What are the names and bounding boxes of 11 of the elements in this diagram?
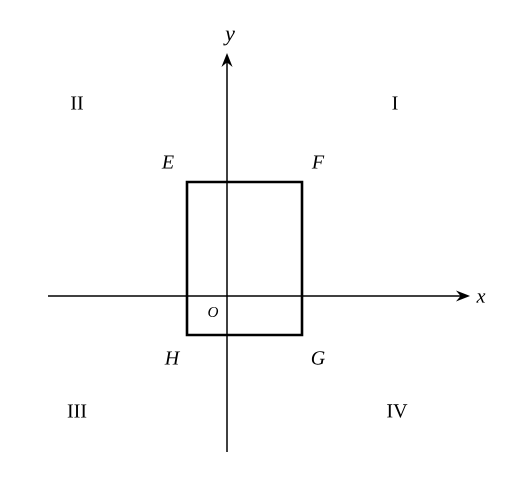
axis-label: x xyxy=(476,293,486,303)
axis-label: G xyxy=(312,351,325,365)
axis-label: y xyxy=(223,30,235,46)
axis-label: I xyxy=(392,96,398,110)
axis-label: II xyxy=(71,96,83,110)
axis-label: H xyxy=(164,351,180,365)
axis-label: O xyxy=(208,306,218,318)
axis-label: III xyxy=(68,404,86,418)
axis-label: IV xyxy=(387,404,408,418)
axis-label: E xyxy=(162,155,174,169)
axis-label: F xyxy=(312,155,324,169)
